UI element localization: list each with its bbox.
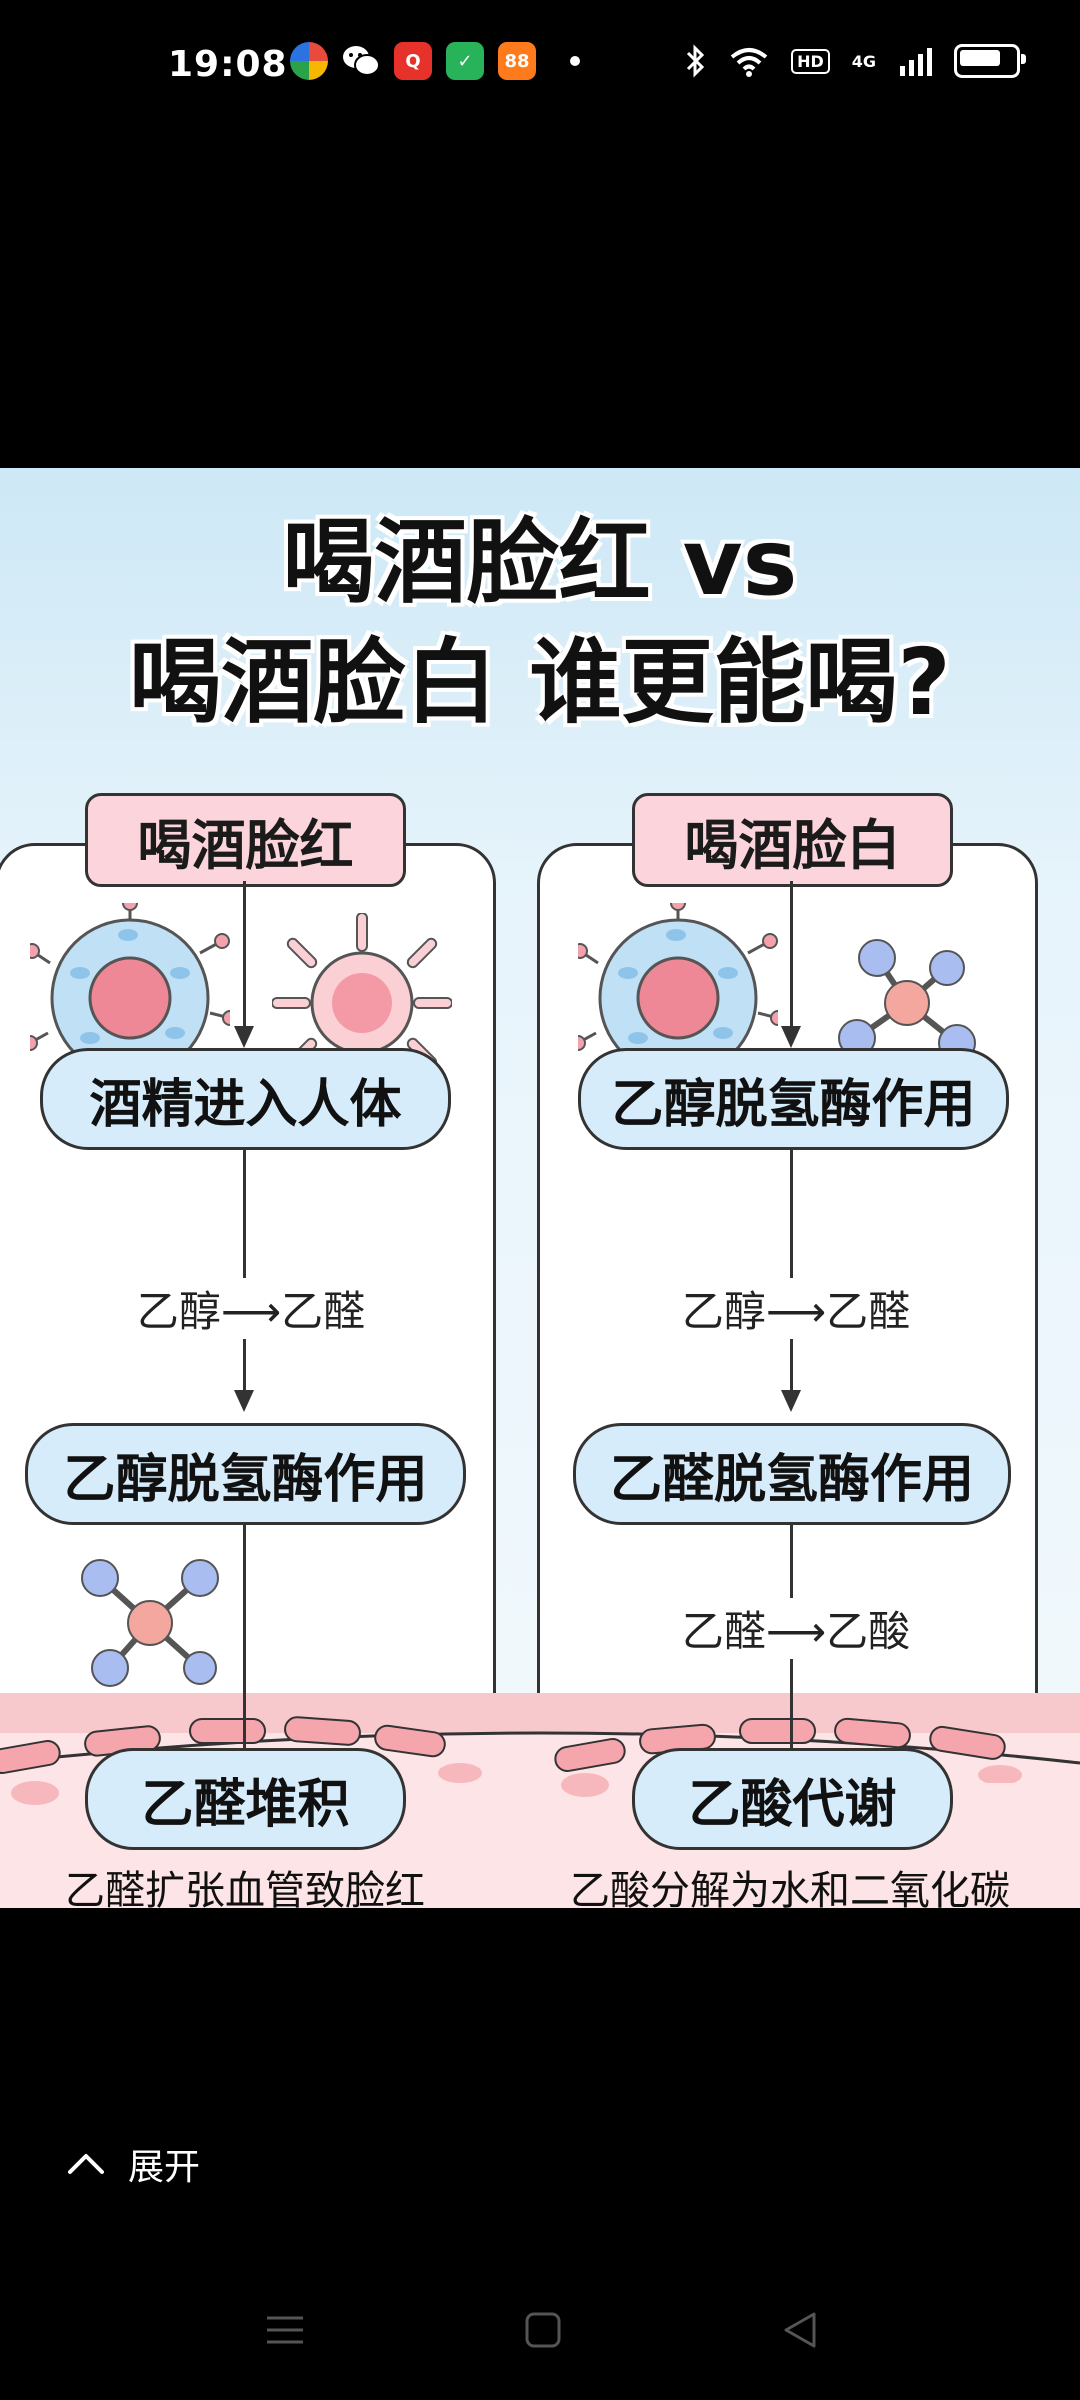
more-notifications-dot-icon [570, 56, 580, 66]
post-image[interactable]: 喝酒脸红 vs 喝酒脸白 谁更能喝? [0, 468, 1080, 1908]
chevron-up-icon [68, 2154, 104, 2174]
shopping-app-icon: 88 [498, 42, 536, 80]
enzyme-illustration-left [272, 913, 452, 1093]
signal-icon [900, 48, 932, 76]
right-step-adh: 乙醇脱氢酶作用 [578, 1048, 1009, 1150]
battery-icon [954, 44, 1026, 78]
notification-icons: Q ✓ 88 [290, 42, 580, 80]
left-reaction-ethanol-acetaldehyde: 乙醇⟶乙醛 [110, 1278, 392, 1339]
right-reaction-acetaldehyde-acetic: 乙醛⟶乙酸 [655, 1598, 937, 1659]
hd-badge: HD [791, 48, 830, 74]
system-icons: HD 4G [685, 44, 1026, 78]
status-time: 19:08 [168, 44, 288, 85]
left-step-acetaldehyde-buildup: 乙醛堆积 [85, 1748, 406, 1850]
right-reaction-ethanol-acetaldehyde: 乙醇⟶乙醛 [655, 1278, 937, 1339]
title-line-2: 喝酒脸白 谁更能喝? [129, 629, 951, 736]
pinwheel-app-icon [290, 42, 328, 80]
expand-button[interactable]: 展开 [66, 2138, 200, 2190]
navigation-bar [0, 2290, 1080, 2380]
left-note: 乙醛扩张血管致脸红 [65, 1868, 425, 1908]
cell-illustration-left [30, 903, 230, 1093]
right-step-acetic-metabolism: 乙酸代谢 [632, 1748, 953, 1850]
tab-face-white: 喝酒脸白 [632, 793, 953, 887]
bluetooth-icon [687, 44, 705, 78]
molecule-illustration-left [81, 1559, 219, 1687]
security-app-icon: ✓ [446, 42, 484, 80]
left-step-alcohol-enters: 酒精进入人体 [40, 1048, 451, 1150]
wechat-icon [342, 42, 380, 80]
back-icon[interactable] [780, 2310, 820, 2350]
menu-icon[interactable] [265, 2310, 305, 2350]
right-note: 乙酸分解为水和二氧化碳 [570, 1868, 1010, 1908]
home-icon[interactable] [523, 2310, 563, 2350]
right-step-aldh: 乙醛脱氢酶作用 [573, 1423, 1011, 1525]
wifi-icon [730, 48, 768, 77]
network-type: 4G [851, 51, 876, 71]
tab-face-red: 喝酒脸红 [85, 793, 406, 887]
browser-app-icon: Q [394, 42, 432, 80]
status-bar: 19:08 Q ✓ 88 HD 4G [0, 0, 1080, 140]
title-line-1: 喝酒脸红 vs [282, 509, 798, 616]
expand-label: 展开 [128, 2147, 201, 2188]
left-step-adh: 乙醇脱氢酶作用 [25, 1423, 466, 1525]
